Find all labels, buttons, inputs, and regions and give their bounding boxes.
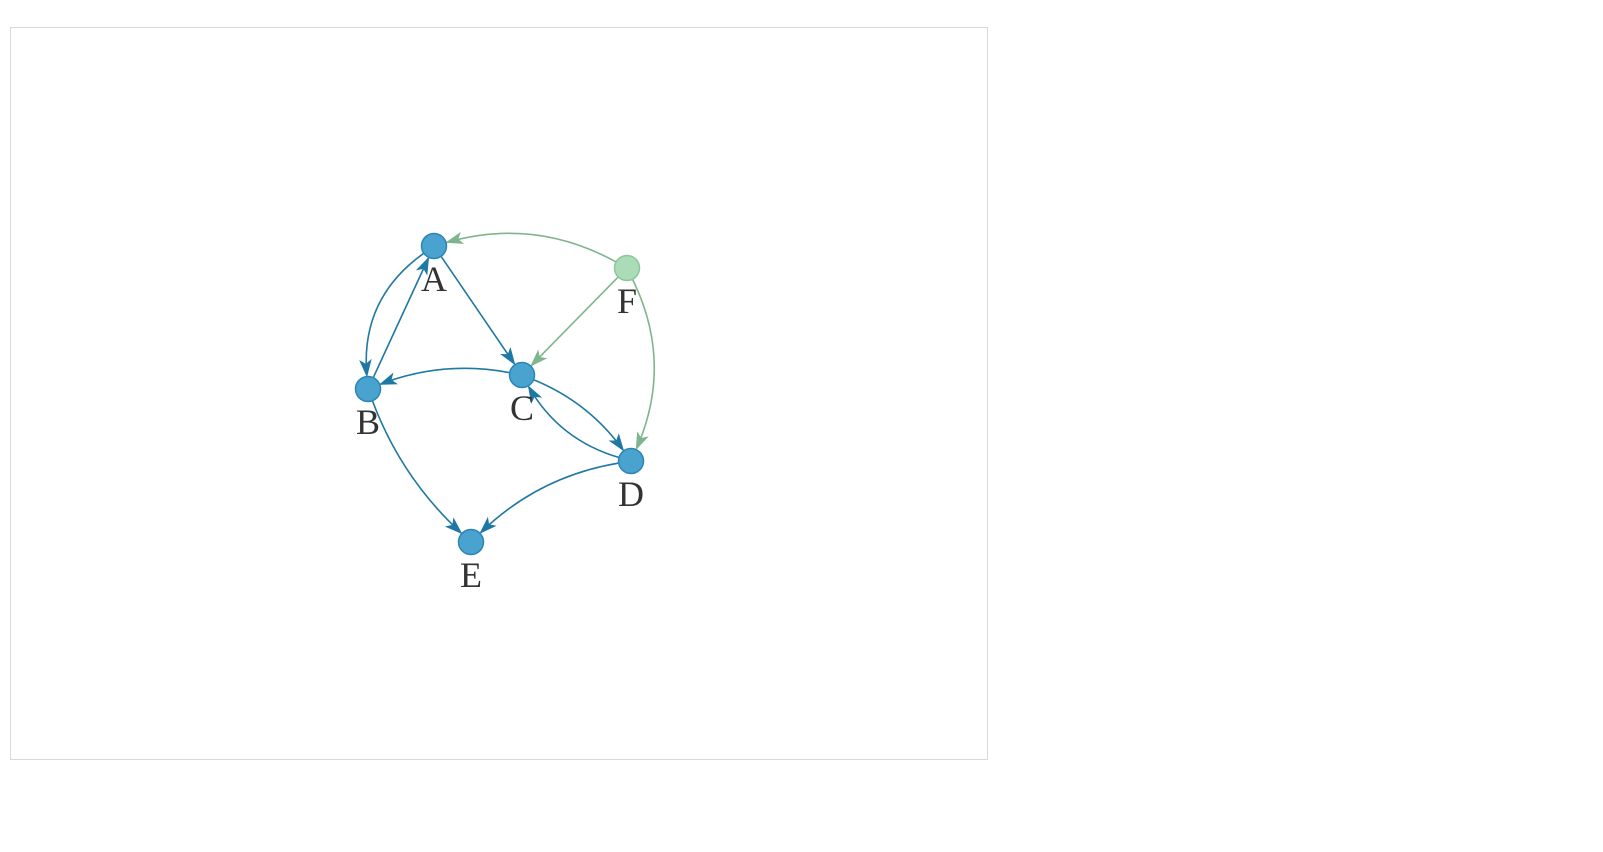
node-label-d: D: [618, 474, 644, 514]
node-d[interactable]: [617, 447, 645, 475]
edge-b-to-a: [372, 256, 430, 378]
edge-d-to-c: [527, 385, 620, 459]
node-label-b: B: [356, 402, 380, 442]
edges-layer: [359, 231, 656, 535]
edge-a-to-c: [440, 255, 516, 366]
edge-d-to-e: [479, 462, 619, 534]
node-label-c: C: [510, 388, 534, 428]
node-e[interactable]: [457, 528, 485, 556]
node-f[interactable]: [613, 254, 641, 282]
edge-c-to-d: [533, 378, 625, 452]
node-c[interactable]: [508, 361, 536, 389]
edge-f-to-c: [530, 276, 619, 367]
edge-c-to-b: [378, 367, 510, 385]
labels-layer: A B C D E F: [356, 259, 644, 595]
edge-b-to-e: [371, 400, 463, 535]
node-a[interactable]: [420, 232, 448, 260]
node-label-a: A: [421, 259, 447, 299]
node-label-f: F: [617, 281, 637, 321]
edge-a-to-b: [359, 252, 425, 378]
edge-f-to-d: [631, 278, 656, 451]
node-label-e: E: [460, 555, 482, 595]
node-b[interactable]: [354, 375, 382, 403]
nodes-layer: [354, 232, 645, 556]
edge-f-to-a: [445, 231, 617, 263]
graph-panel: [10, 27, 988, 760]
